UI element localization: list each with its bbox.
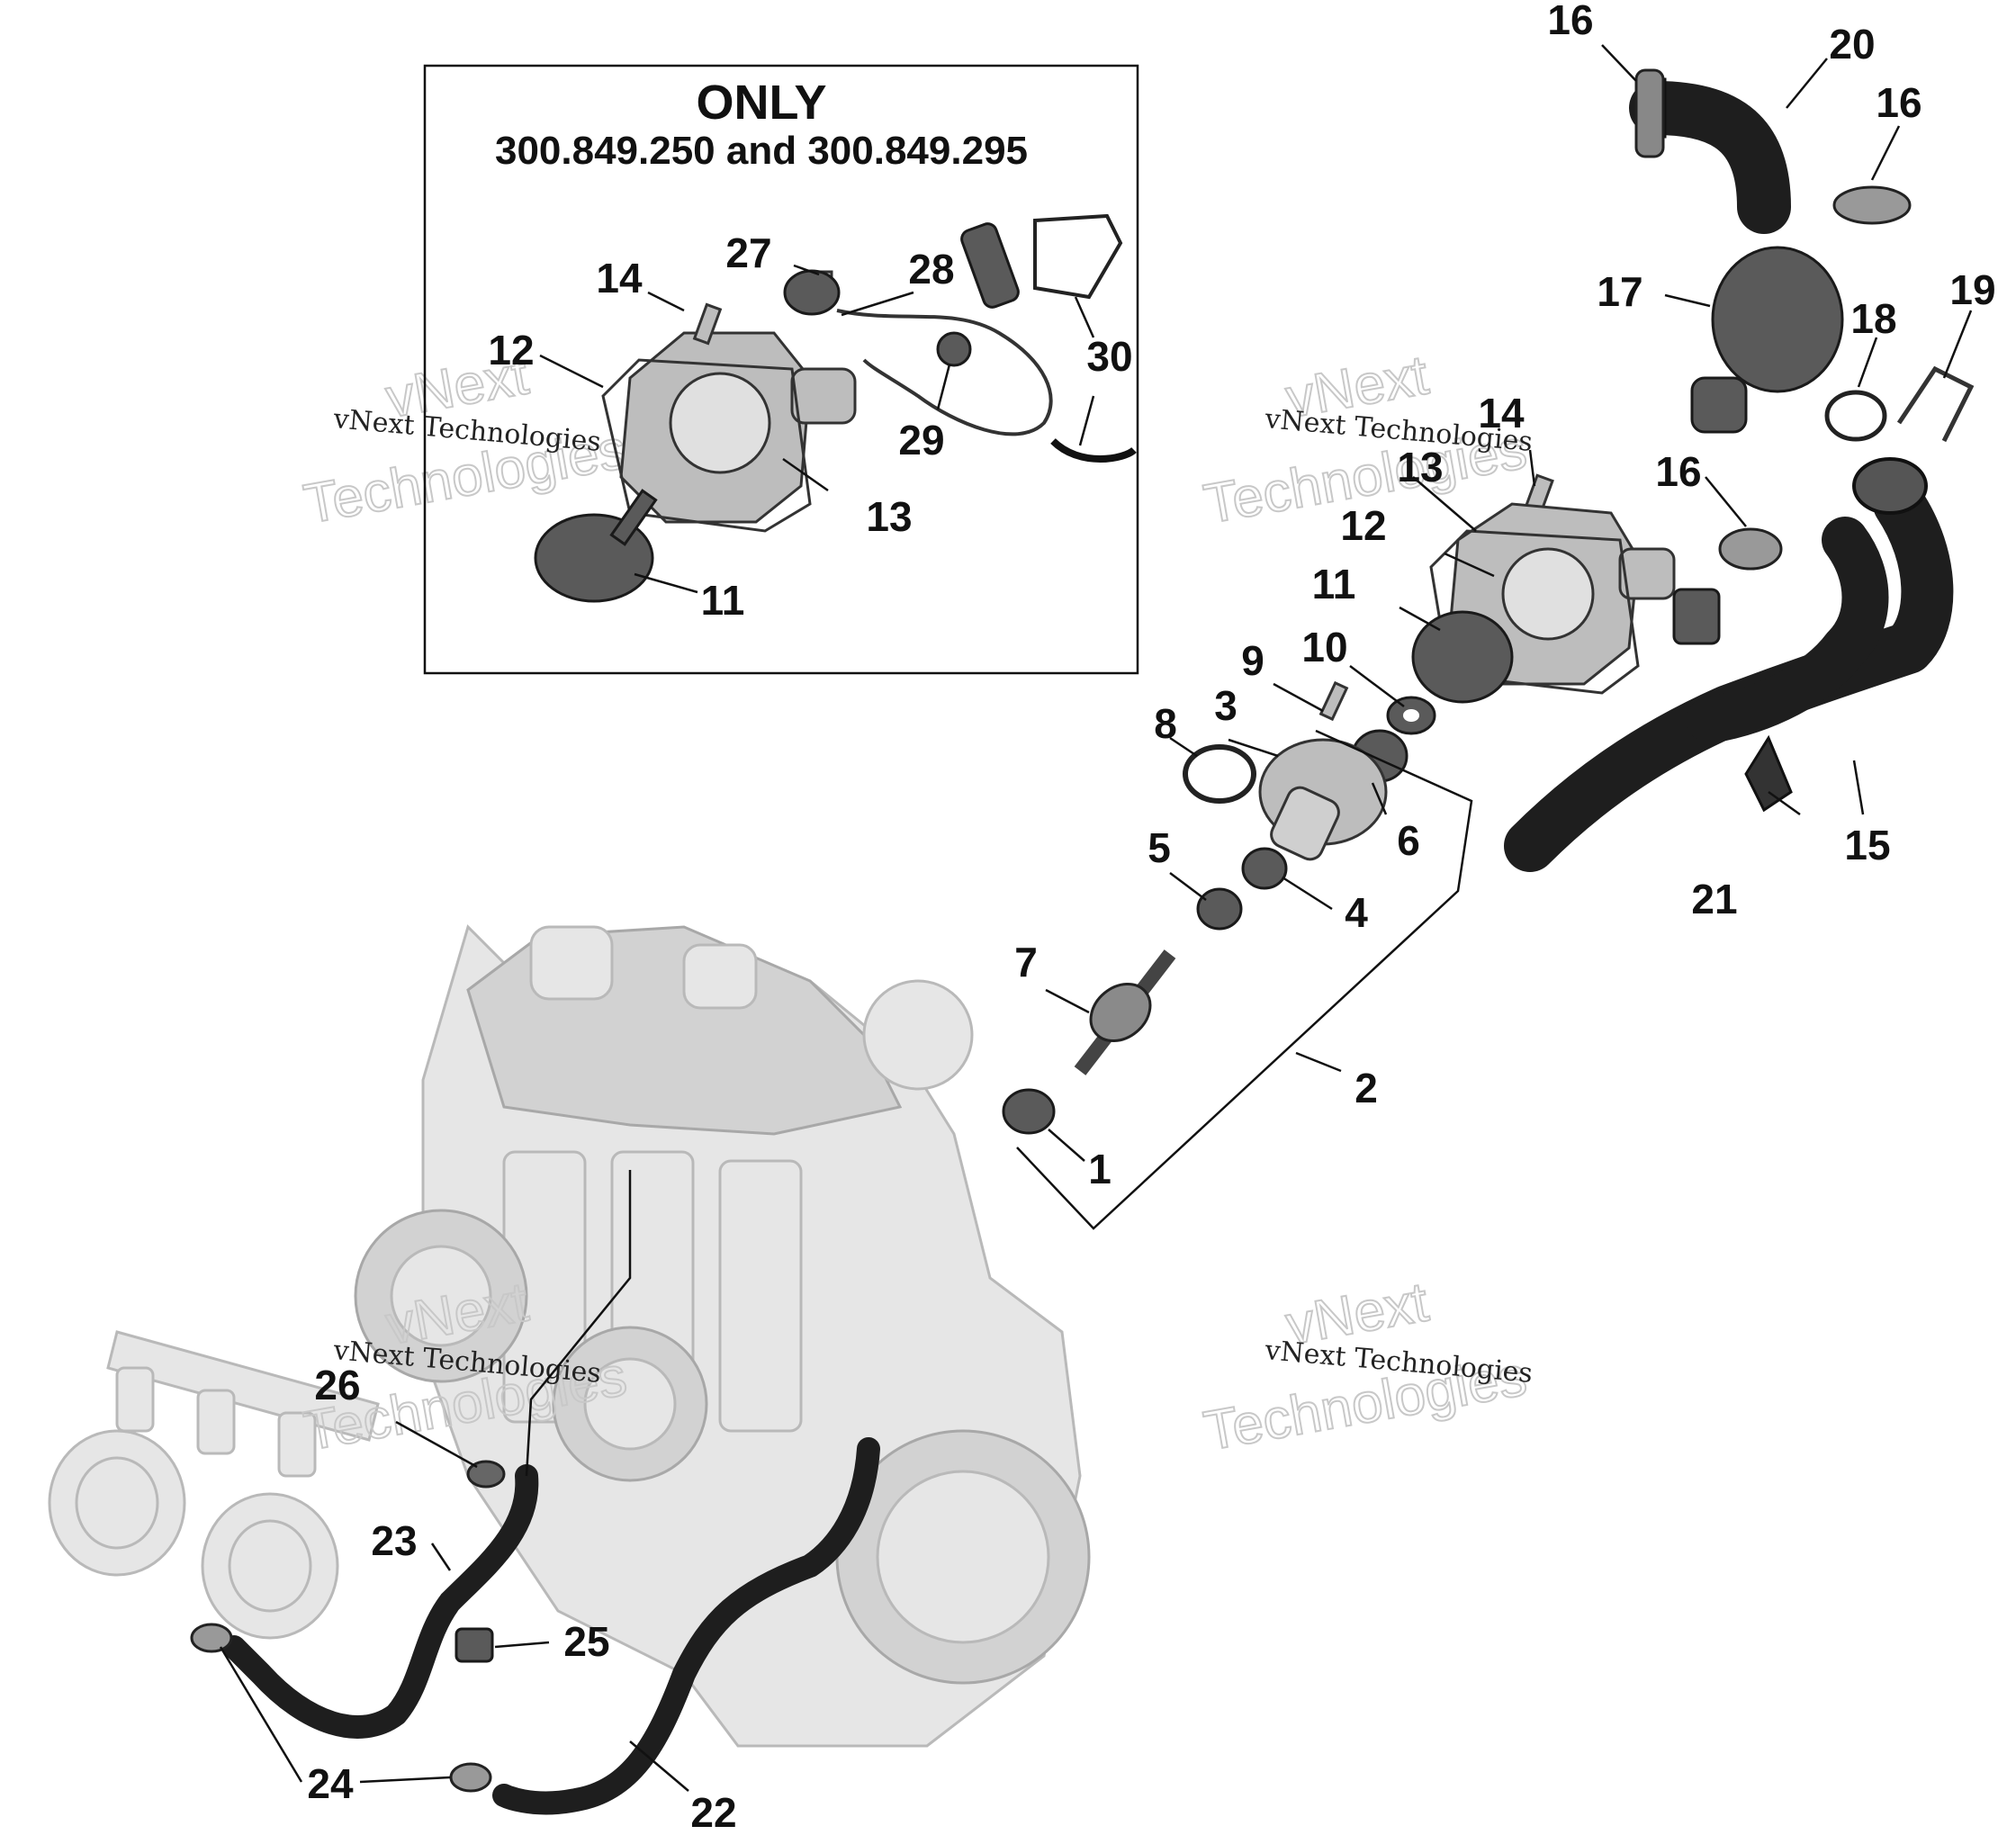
- callout-11: 11: [1312, 561, 1356, 607]
- inset-grommet: [936, 331, 972, 367]
- callout-16-top: 16: [1547, 0, 1593, 43]
- pump-gear: [1089, 982, 1152, 1043]
- leader-lines: [219, 44, 1973, 1792]
- callout-6: 6: [1397, 817, 1420, 864]
- inset-subtitle: 300.849.250 and 300.849.295: [495, 129, 1028, 173]
- thermostat-housing: [1711, 246, 1844, 393]
- engine-illustration: [48, 924, 1091, 1748]
- callout-1: 1: [1088, 1146, 1112, 1192]
- callout-26: 26: [314, 1362, 360, 1408]
- clip-19: [1896, 365, 1975, 443]
- hose-23: [222, 1464, 539, 1739]
- callout-19: 19: [1949, 266, 1995, 313]
- bearing-4: [1241, 847, 1288, 890]
- callout-20: 20: [1829, 21, 1875, 67]
- callout-13: 13: [1397, 444, 1443, 490]
- callout-7: 7: [1014, 939, 1038, 985]
- clamp-24-left: [190, 1623, 233, 1653]
- callout-9: 9: [1241, 637, 1264, 684]
- inset-title: ONLY: [696, 76, 826, 130]
- clamp-16-middle: [1718, 527, 1783, 571]
- clamp-26: [466, 1460, 506, 1489]
- callout-4: 4: [1345, 889, 1368, 936]
- callout-25: 25: [563, 1618, 609, 1665]
- callout-30: 30: [1086, 333, 1132, 380]
- callout-18: 18: [1850, 295, 1896, 342]
- inset-bolt: [692, 302, 723, 346]
- callout-labels: 14 12 13 11 27 28 29 30 16 20 16 17 18 1…: [307, 0, 1995, 1836]
- clamp-24-bottom: [449, 1762, 492, 1793]
- inset-strap-top: [1033, 213, 1123, 300]
- clamp-16-right: [1832, 185, 1912, 225]
- callout-12-inset: 12: [488, 327, 534, 373]
- o-ring-18: [1824, 390, 1887, 442]
- callout-5: 5: [1148, 824, 1171, 871]
- callout-14-inset: 14: [596, 255, 643, 301]
- callout-27: 27: [725, 229, 771, 276]
- callout-22: 22: [690, 1789, 736, 1836]
- callout-10: 10: [1301, 624, 1347, 670]
- hose-22: [492, 1437, 880, 1815]
- impeller: [1411, 610, 1514, 704]
- callout-11-inset: 11: [701, 577, 745, 624]
- elbow-hose-20: [1629, 81, 1791, 234]
- clamp-21: [1744, 734, 1793, 813]
- callout-23: 23: [371, 1517, 417, 1564]
- hoses: [190, 68, 1975, 1815]
- clamp-16-top: [1634, 68, 1665, 158]
- o-ring-8: [1183, 744, 1256, 804]
- callout-14: 14: [1478, 390, 1525, 436]
- radiator-hose-15-branch: [1687, 517, 1889, 743]
- inset-sensor-wire: [836, 309, 1053, 436]
- callout-17: 17: [1597, 268, 1642, 315]
- inset-box: ONLY 300.849.250 and 300.849.295: [423, 64, 1139, 675]
- callout-29: 29: [898, 417, 944, 463]
- callout-16-right: 16: [1876, 79, 1922, 126]
- inset-sensor: [783, 269, 841, 316]
- pump-parts: [1002, 473, 1676, 1135]
- callout-24: 24: [307, 1760, 354, 1807]
- callout-13-inset: 13: [866, 493, 912, 540]
- inset-strap-bottom: [1050, 438, 1137, 463]
- seal-1: [1002, 1088, 1056, 1135]
- clamp-25: [454, 1627, 494, 1663]
- callout-2: 2: [1354, 1065, 1378, 1111]
- callout-15: 15: [1844, 822, 1890, 868]
- screw-9: [1318, 680, 1349, 722]
- inset-border: [423, 64, 1139, 675]
- callout-8: 8: [1154, 700, 1177, 747]
- callout-28: 28: [908, 246, 954, 292]
- bearing-5: [1196, 887, 1243, 931]
- callout-16-middle: 16: [1655, 448, 1701, 495]
- inset-connector: [960, 222, 1020, 309]
- callout-21: 21: [1691, 876, 1737, 922]
- callout-3: 3: [1214, 682, 1238, 729]
- callout-12: 12: [1340, 502, 1386, 549]
